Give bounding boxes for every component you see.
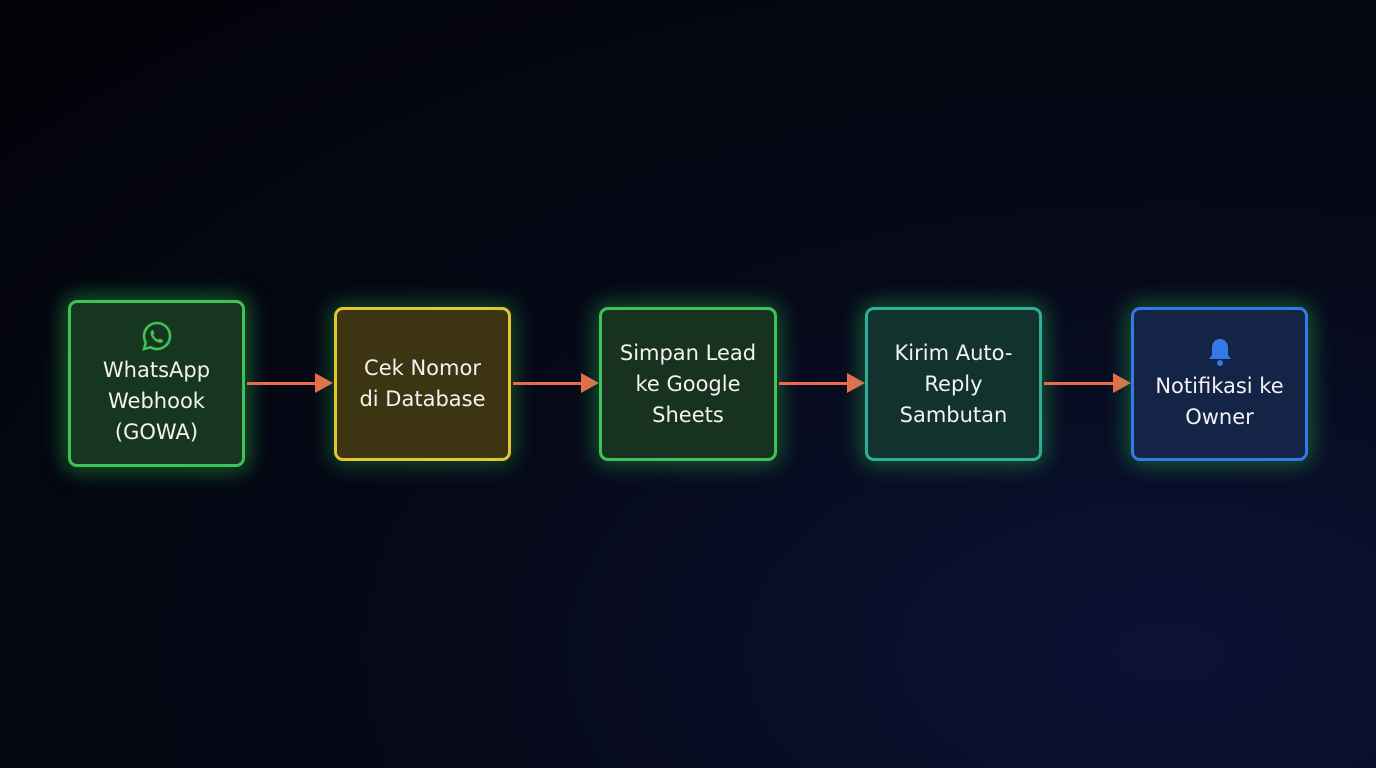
flow-arrow <box>1044 373 1131 393</box>
flow-arrow <box>247 373 333 393</box>
node-kirim-auto-reply: Kirim Auto- Reply Sambutan <box>865 307 1042 461</box>
bell-icon <box>1203 335 1237 369</box>
node-cek-nomor: Cek Nomor di Database <box>334 307 511 461</box>
node-label: WhatsApp Webhook (GOWA) <box>102 358 211 444</box>
node-whatsapp-webhook: WhatsApp Webhook (GOWA) <box>68 300 245 467</box>
node-label: Cek Nomor di Database <box>359 356 486 411</box>
node-notifikasi-owner: Notifikasi ke Owner <box>1131 307 1308 461</box>
node-label: Simpan Lead ke Google Sheets <box>619 340 757 427</box>
node-simpan-lead: Simpan Lead ke Google Sheets <box>599 307 777 461</box>
flow-arrow <box>513 373 599 393</box>
whatsapp-icon <box>140 319 174 353</box>
flow-arrow <box>779 373 865 393</box>
node-label: Notifikasi ke Owner <box>1155 374 1284 429</box>
node-label: Kirim Auto- Reply Sambutan <box>894 340 1013 427</box>
